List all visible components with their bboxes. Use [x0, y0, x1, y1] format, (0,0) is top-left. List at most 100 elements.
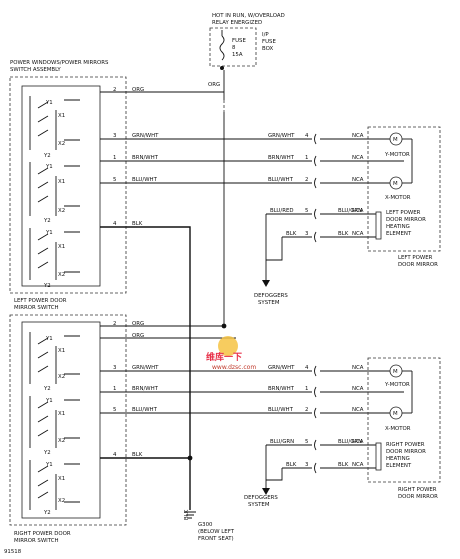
- lm-pin-4: 3: [305, 231, 308, 237]
- right-mirror-outline: [367, 357, 441, 483]
- rm-color-1: BRN/WHT: [268, 386, 295, 392]
- rm-y-motor-label: Y-MOTOR: [384, 382, 410, 388]
- top-color-bluwht: BLU/WHT: [132, 177, 158, 183]
- rm-pin-3: 5: [305, 439, 308, 445]
- top-contact-y2c: Y2: [43, 283, 51, 289]
- top-switch-inner: [21, 85, 101, 287]
- bot-color-org-2: ORG: [132, 333, 144, 339]
- lm-defog-1: DEFOGGERS: [254, 293, 288, 299]
- rm-defog-wire-2: [266, 468, 283, 481]
- top-switch-glyphs: [29, 96, 80, 280]
- lm-heater-1: LEFT POWER: [386, 210, 421, 216]
- lm-nca-2: NCA: [352, 177, 364, 183]
- bot-contact-y1b: Y1: [45, 398, 53, 404]
- rm-connector-icons: [314, 365, 317, 474]
- lm-connector-icons: [314, 133, 317, 243]
- lm-heater-4: ELEMENT: [386, 231, 412, 237]
- fuse-terminal: [220, 66, 224, 70]
- rm-pin-0: 4: [305, 365, 309, 371]
- lm-color-4: BLK: [286, 231, 297, 237]
- top-contact-x1c: X1: [58, 244, 65, 250]
- top-pin-2: 2: [113, 87, 116, 93]
- lm-defog-arrow: [262, 280, 270, 287]
- top-contact-x1b: X1: [58, 179, 65, 185]
- rm-nca-2: NCA: [352, 407, 364, 413]
- top-switch-title-2: SWITCH ASSEMBLY: [10, 67, 61, 73]
- top-contact-x2c: X2: [58, 272, 65, 278]
- lm-pin-0: 4: [305, 133, 309, 139]
- lm-caption-1: LEFT POWER: [398, 255, 433, 261]
- top-color-brnwht: BRN/WHT: [132, 155, 159, 161]
- rm-color-3: BLU/GRN: [270, 439, 294, 445]
- top-switch-contacts: Y1 X1 X2 Y2 Y1 X1 X2 Y2 Y1 X1 X2 Y2: [29, 96, 80, 289]
- top-color-blk: BLK: [132, 221, 143, 227]
- right-mirror-connections: GRN/WHT 4 BRN/WHT 1 BLU/WHT 2 NCA NCA NC…: [244, 365, 404, 508]
- rm-pin-2: 2: [305, 407, 308, 413]
- watermark-logo: 维库一下 www.dzsc.com: [206, 336, 256, 371]
- top-color-grnwht: GRN/WHT: [132, 133, 159, 139]
- rm-color-2: BLU/WHT: [268, 407, 294, 413]
- bot-contact-x1b: X1: [58, 411, 65, 417]
- bottom-switch-contacts: Y1 X1 X2 Y2 Y1 X1 X2 Y2 Y1 X1 X2 Y2: [29, 332, 80, 516]
- fuse-box-label-1: I/P: [262, 32, 269, 38]
- rm-heater-1: RIGHT POWER: [386, 442, 425, 448]
- rm-heater-4: ELEMENT: [386, 463, 412, 469]
- lm-y-motor-m: M: [393, 137, 398, 143]
- lm-pin-2: 2: [305, 177, 308, 183]
- bot-contact-x2b: X2: [58, 438, 65, 444]
- fuse-icon: [219, 35, 225, 61]
- ground-icon: [184, 511, 196, 519]
- rm-x-motor-label: X-MOTOR: [385, 426, 411, 432]
- lm-nca-3: NCA: [352, 208, 364, 214]
- rm-caption-1: RIGHT POWER: [398, 487, 437, 493]
- rm-color2-4: BLK: [338, 462, 349, 468]
- ground-note-1: (BELOW LEFT: [198, 529, 235, 535]
- lm-defog-2: SYSTEM: [258, 300, 280, 306]
- bot-contact-y2: Y2: [43, 386, 51, 392]
- top-pin-5: 5: [113, 177, 116, 183]
- rm-nca-1: NCA: [352, 386, 364, 392]
- left-mirror-outline: [367, 126, 441, 252]
- relay-label-2: RELAY ENERGIZED: [212, 20, 262, 26]
- rm-heater-2: DOOR MIRROR: [386, 449, 426, 455]
- rm-defog-arrow: [262, 488, 270, 495]
- ground-splice: [187, 455, 193, 461]
- watermark-line2: www.dzsc.com: [212, 364, 256, 371]
- rm-defog-2: SYSTEM: [248, 502, 270, 508]
- bottom-switch-inner: [21, 321, 101, 519]
- ground-name: G300: [198, 522, 213, 528]
- fuse-box-outline: [209, 27, 257, 67]
- relay-label-1: HOT IN RUN, W/OVERLOAD: [212, 13, 285, 19]
- bot-color-org-1: ORG: [132, 321, 144, 327]
- top-wire-blk: [100, 226, 191, 460]
- bot-contact-x2: X2: [58, 374, 65, 380]
- bottom-switch-glyphs: [29, 332, 80, 510]
- bot-contact-x1c: X1: [58, 476, 65, 482]
- feed-splice: [221, 323, 227, 329]
- figure-id: 91518: [4, 549, 22, 555]
- rm-nca-3: NCA: [352, 439, 364, 445]
- lm-y-motor-label: Y-MOTOR: [384, 152, 410, 158]
- lm-color2-4: BLK: [338, 231, 349, 237]
- top-switch-outline: [9, 76, 127, 294]
- top-contact-y1: Y1: [45, 100, 53, 106]
- top-switch-title-1: POWER WINDOWS/POWER MIRRORS: [10, 60, 109, 66]
- rm-nca-0: NCA: [352, 365, 364, 371]
- watermark-line1: 维库一下: [206, 351, 242, 363]
- feed-wire-label: ORG: [208, 82, 220, 88]
- bot-contact-y1: Y1: [45, 336, 53, 342]
- rm-color2-3: BLU/GRN: [338, 439, 362, 445]
- top-contact-y2b: Y2: [43, 218, 51, 224]
- top-pin-1: 1: [113, 155, 116, 161]
- left-switch-title-1: LEFT POWER DOOR: [14, 298, 67, 304]
- bot-contact-y2c: Y2: [43, 510, 51, 516]
- rm-defog-1: DEFOGGERS: [244, 495, 278, 501]
- lm-caption-2: DOOR MIRROR: [398, 262, 438, 268]
- fuse-box-label-2: FUSE: [262, 39, 276, 45]
- rm-color-4: BLK: [286, 462, 297, 468]
- top-switch-wires: 2 ORG 3 GRN/WHT 1 BRN/WHT 5 BLU/WHT 4 BL…: [100, 87, 312, 460]
- top-contact-y2: Y2: [43, 153, 51, 159]
- top-pin-3: 3: [113, 133, 116, 139]
- top-contact-y1b: Y1: [45, 164, 53, 170]
